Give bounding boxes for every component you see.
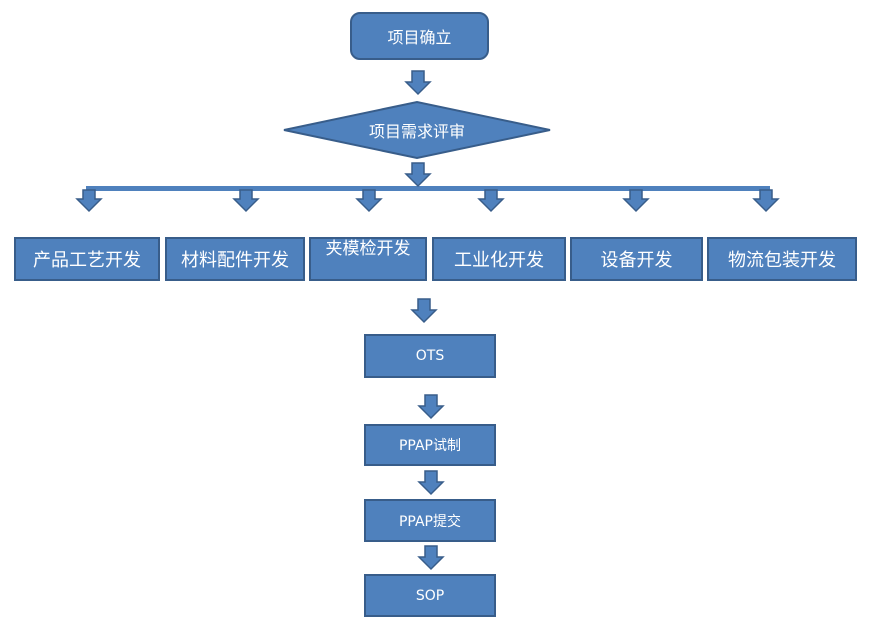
node-fixture-mold-gauge-dev: 夹模检开发 (309, 237, 427, 281)
down-arrow-icon (232, 189, 260, 213)
down-arrow-icon (417, 394, 445, 420)
node-label: 物流包装开发 (728, 250, 836, 271)
down-arrow-icon (355, 189, 383, 213)
node-label: 设备开发 (600, 250, 673, 271)
node-sop: SOP (364, 574, 496, 617)
node-label: 夹模检开发 (325, 239, 411, 259)
branch-connector-bar (86, 186, 770, 191)
node-ppap-trial: PPAP试制 (364, 424, 496, 466)
down-arrow-icon (622, 189, 650, 213)
node-project-establishment: 项目确立 (350, 12, 489, 60)
node-label: 材料配件开发 (181, 250, 289, 271)
down-arrow-icon (404, 70, 432, 96)
node-label: 项目需求评审 (368, 122, 465, 141)
node-product-process-dev: 产品工艺开发 (14, 237, 160, 281)
down-arrow-icon (417, 470, 445, 496)
node-material-parts-dev: 材料配件开发 (165, 237, 305, 281)
down-arrow-icon (417, 545, 445, 571)
node-label: SOP (415, 587, 445, 604)
node-label: 工业化开发 (454, 250, 544, 271)
down-arrow-icon (477, 189, 505, 213)
diamond-shape (283, 100, 551, 160)
node-ots: OTS (364, 334, 496, 378)
node-ppap-submit: PPAP提交 (364, 499, 496, 542)
node-label: 项目确立 (387, 28, 452, 47)
node-label: OTS (415, 348, 445, 364)
node-industrialization-dev: 工业化开发 (432, 237, 566, 281)
down-arrow-icon (75, 189, 103, 213)
down-arrow-icon (404, 162, 432, 188)
node-requirement-review: 项目需求评审 (282, 100, 552, 160)
down-arrow-icon (410, 298, 438, 324)
node-equipment-dev: 设备开发 (570, 237, 703, 281)
down-arrow-icon (752, 189, 780, 213)
node-label: PPAP提交 (398, 513, 461, 530)
node-label: PPAP试制 (398, 438, 461, 454)
node-label: 产品工艺开发 (33, 250, 141, 271)
node-logistics-packaging-dev: 物流包装开发 (707, 237, 857, 281)
